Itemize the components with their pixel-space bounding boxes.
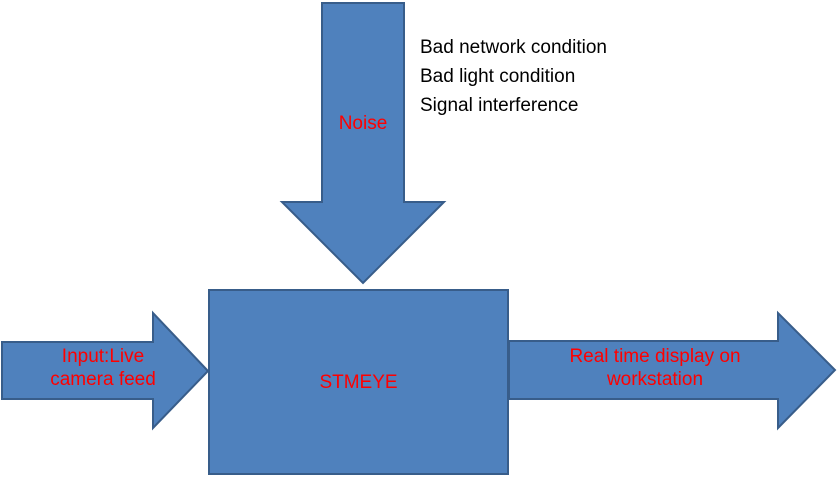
- output-label-line1: Real time display on: [569, 346, 741, 367]
- input-label: Input:Live camera feed: [18, 345, 188, 391]
- input-label-line1: Input:Live: [61, 346, 145, 367]
- noise-source-item: Signal interference: [420, 95, 579, 116]
- input-label-line2: camera feed: [50, 369, 156, 390]
- system-box-label: STMEYE: [209, 371, 508, 394]
- output-label: Real time display on workstation: [535, 345, 775, 391]
- input-arrow: [1, 310, 210, 431]
- output-label-line2: workstation: [606, 369, 704, 390]
- system-box-label-text: STMEYE: [319, 372, 398, 393]
- noise-label-text: Noise: [338, 113, 388, 134]
- noise-label: Noise: [322, 112, 404, 135]
- system-box: [208, 289, 509, 475]
- noise-arrow: [279, 2, 447, 285]
- noise-sources-list: Bad network condition Bad light conditio…: [420, 33, 607, 120]
- output-arrow: [508, 310, 837, 431]
- noise-source-item: Bad network condition: [420, 37, 607, 58]
- noise-source-item: Bad light condition: [420, 66, 576, 87]
